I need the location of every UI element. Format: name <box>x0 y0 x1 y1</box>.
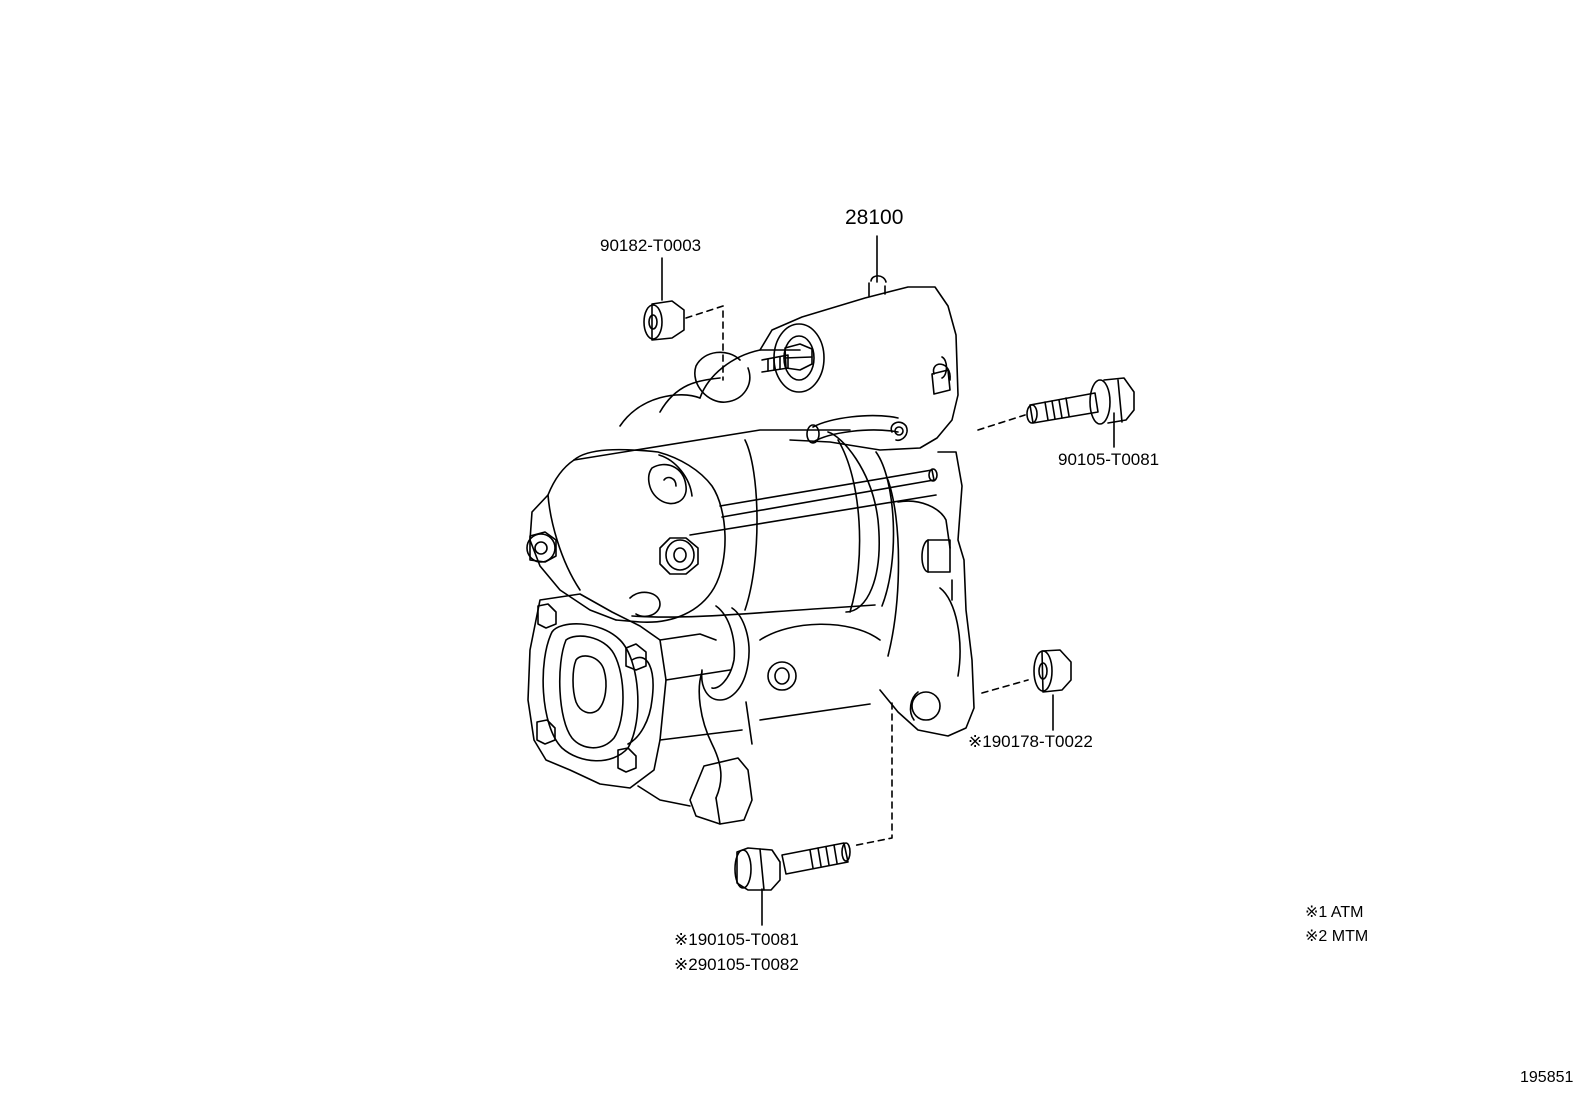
starter-motor <box>526 275 975 825</box>
mtm-marker: ※2 <box>674 955 698 974</box>
legend-item-mtm: ※2 MTM <box>1305 927 1368 947</box>
terminal-nut-part-number: 90182-T0003 <box>600 236 702 255</box>
terminal-nut-part <box>643 300 685 341</box>
upper-bolt-part-number: 90105-T0081 <box>1058 450 1160 469</box>
lower-nut-part-number: 90178-T0022 <box>991 732 1093 751</box>
leader-lines <box>661 235 1115 926</box>
mounting-housing <box>879 451 975 737</box>
lead-wire <box>619 377 908 444</box>
legend-marker: ※2 <box>1305 928 1328 945</box>
rear-end-frame <box>526 448 937 623</box>
starter-part-number: 28100 <box>845 206 904 229</box>
lower-nut-callout: ※190178-T0022 <box>968 732 1093 752</box>
assembly-dash-lines <box>685 305 1029 847</box>
upper-bolt-part <box>1026 377 1135 425</box>
legend-label: MTM <box>1331 928 1369 945</box>
solenoid <box>694 275 959 451</box>
lower-connector <box>637 605 881 825</box>
lower-bolt-part <box>734 842 851 891</box>
lower-bolt-mtm-callout: ※290105-T0082 <box>674 955 799 975</box>
atm-marker: ※1 <box>674 930 698 949</box>
lower-nut-part <box>1033 649 1072 693</box>
lower-bolt-atm-callout: ※190105-T0081 <box>674 930 799 950</box>
atm-marker: ※1 <box>968 732 992 751</box>
legend-item-atm: ※1 ATM <box>1305 903 1363 923</box>
drive-housing <box>527 593 743 789</box>
legend-marker: ※1 <box>1305 904 1328 921</box>
lower-bolt-atm-part-number: 90105-T0081 <box>697 930 799 949</box>
lower-bolt-mtm-part-number: 90105-T0082 <box>697 955 799 974</box>
diagram-id: 195851 <box>1520 1069 1574 1086</box>
legend-label: ATM <box>1330 904 1364 921</box>
